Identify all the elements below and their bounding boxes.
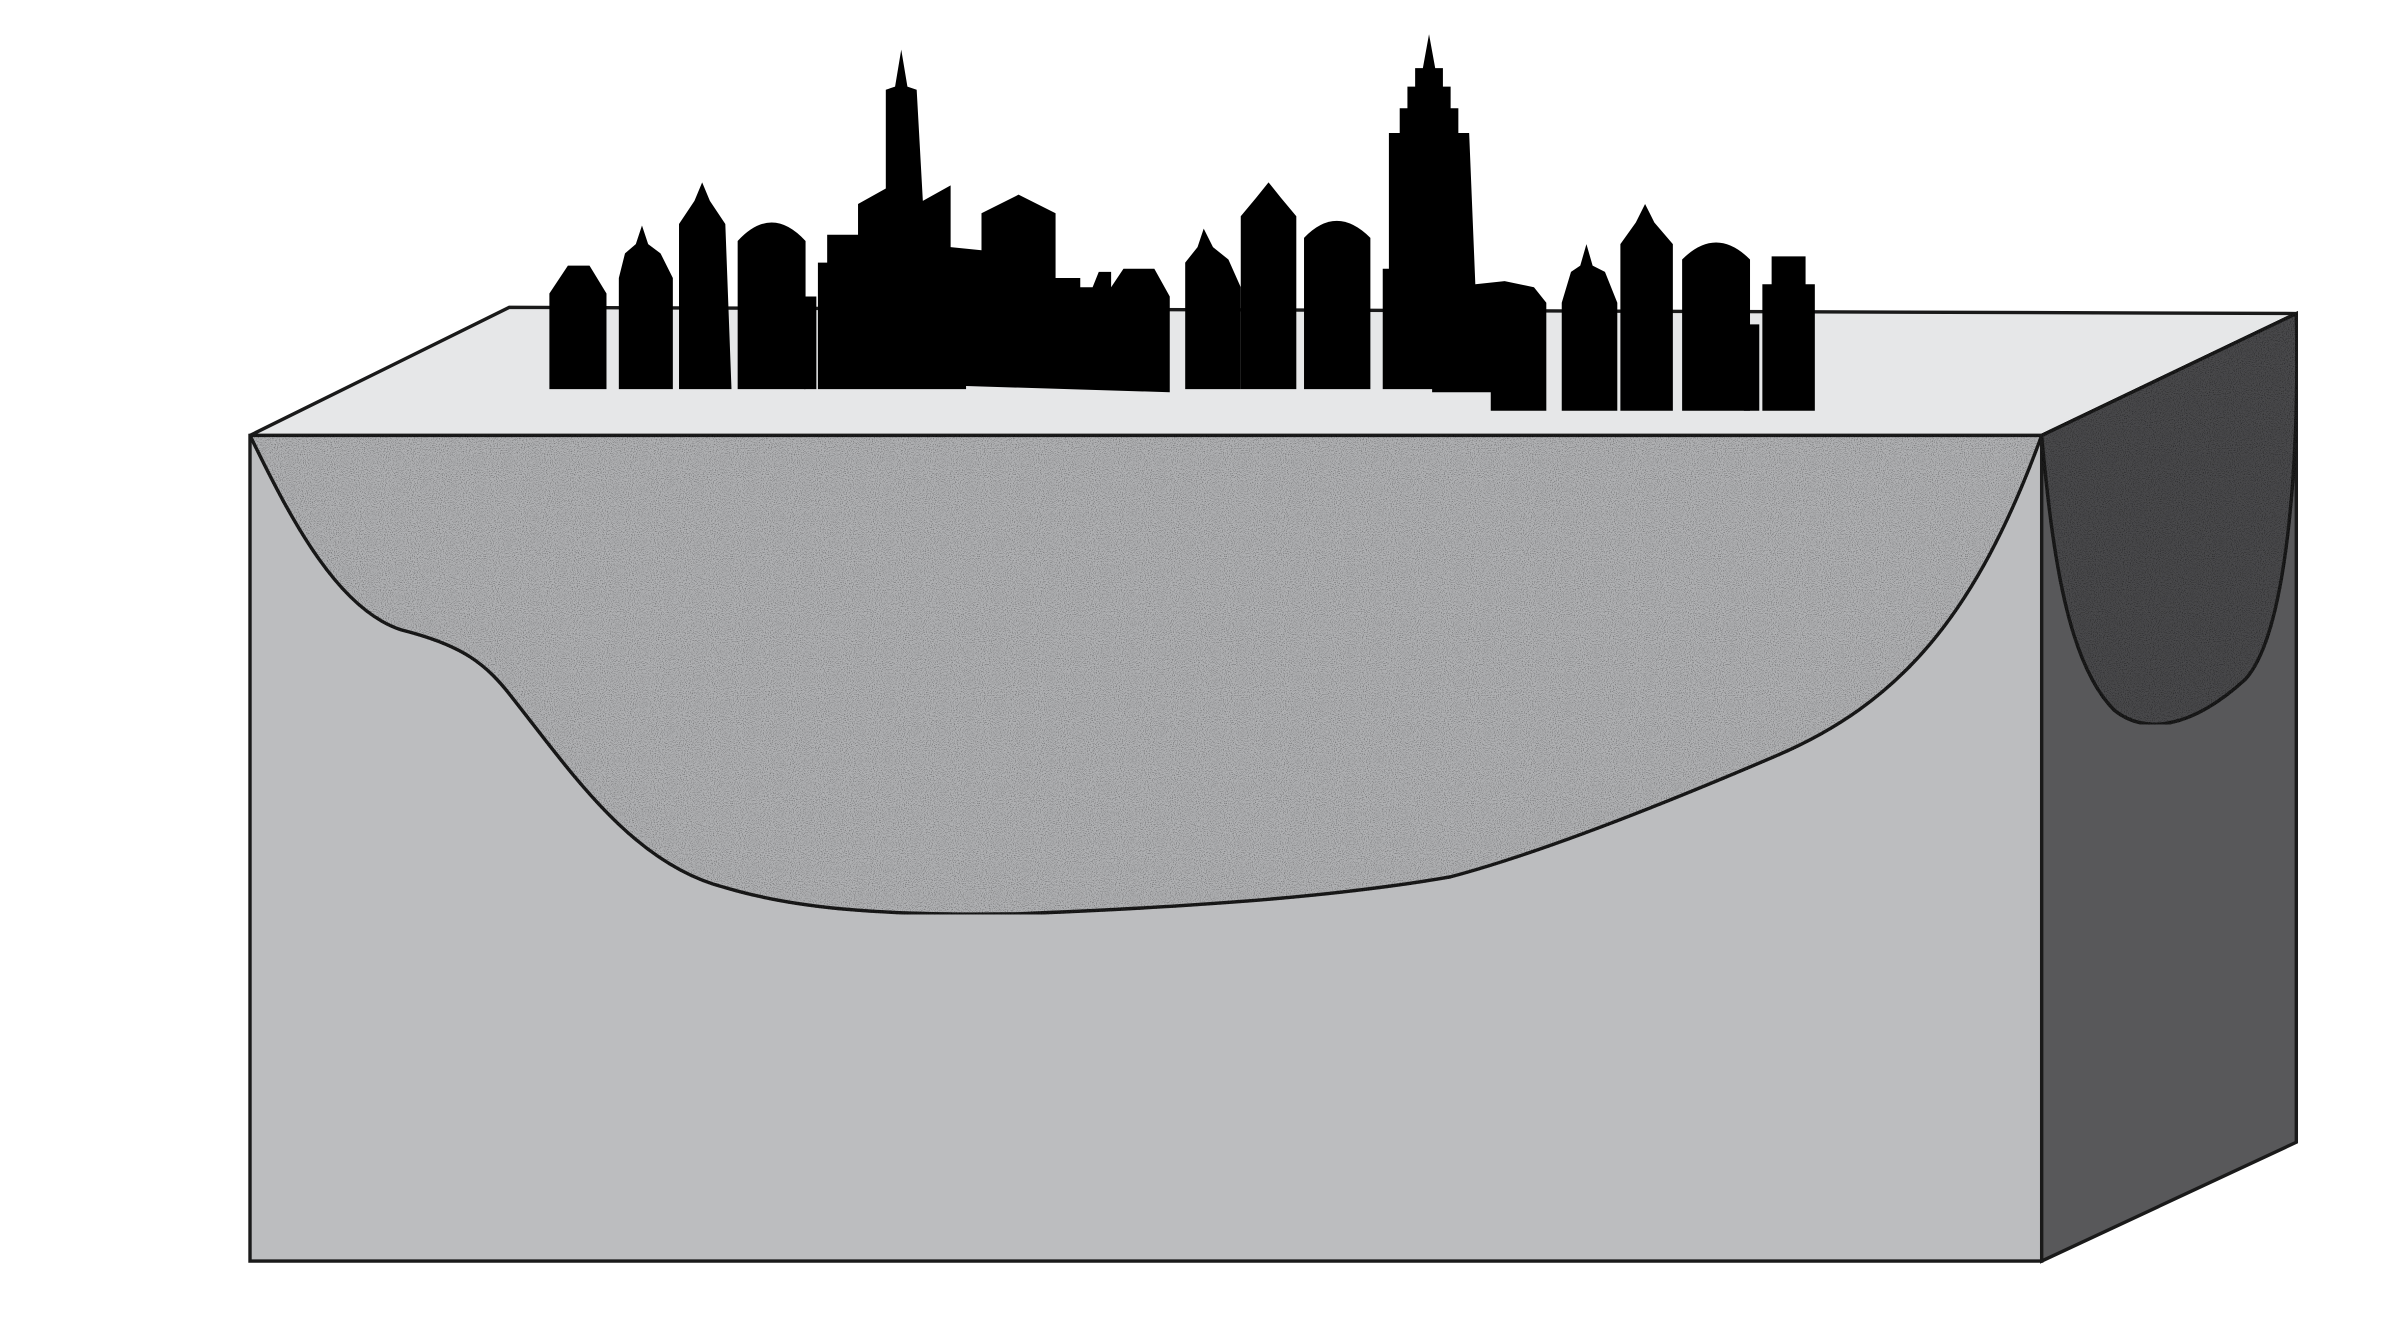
diagram-canvas (0, 0, 2392, 1340)
block-diagram (0, 0, 2392, 1340)
